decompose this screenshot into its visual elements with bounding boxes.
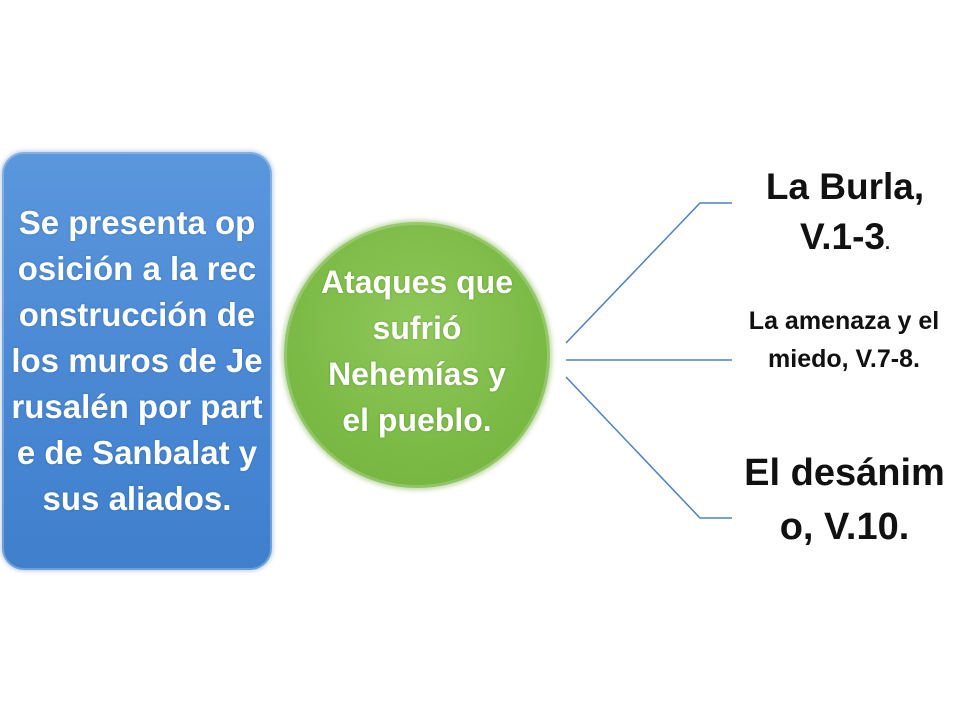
central-circle-text: Ataques que sufrió Nehemías y el pueblo. — [320, 264, 514, 438]
central-circle: Ataques que sufrió Nehemías y el pueblo. — [284, 222, 550, 488]
opposition-text: Se presenta oposición a la reconstrucció… — [11, 204, 263, 517]
branch-label-burla-dot: . — [885, 233, 891, 253]
branch-label-desanimo: El desánimo, V.10. — [744, 452, 945, 548]
opposition-box: Se presenta oposición a la reconstrucció… — [2, 152, 272, 570]
branch-label-burla-text: La Burla, V.1-3 — [765, 166, 925, 257]
connector-top — [565, 202, 732, 344]
branch-label-amenaza: La amenaza y el miedo, V.7-8. — [748, 307, 940, 373]
branch-label-burla: La Burla, V.1-3. — [740, 162, 950, 268]
connector-bottom — [565, 376, 732, 519]
